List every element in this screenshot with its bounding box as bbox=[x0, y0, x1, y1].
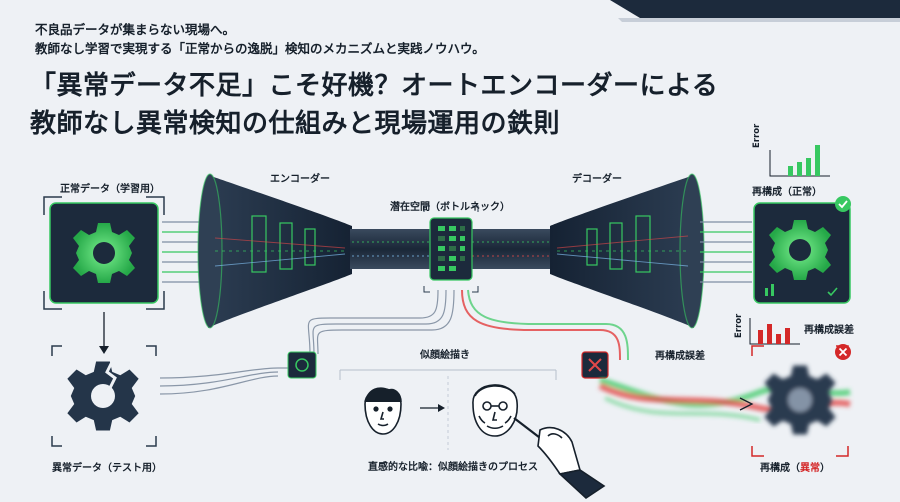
normal-data-label: 正常データ（学習用） bbox=[60, 184, 160, 195]
analogy-frame bbox=[339, 369, 557, 450]
encoder-pipe bbox=[350, 229, 430, 269]
decoder-funnel bbox=[550, 173, 705, 329]
header-band bbox=[610, 0, 900, 18]
close-icon bbox=[581, 351, 609, 379]
broken-gear-icon bbox=[67, 359, 139, 431]
anomaly-signal-path bbox=[461, 289, 629, 361]
gear-icon bbox=[73, 223, 135, 283]
decoder-pipe bbox=[472, 229, 552, 269]
latent-space-label: 潜在空間（ボトルネック） bbox=[390, 202, 510, 213]
error-chart-low bbox=[769, 145, 830, 177]
intro-line-1: 不良品データが集まらない現場へ。 bbox=[35, 22, 236, 37]
reconstruction-normal-label: 再構成（正常） bbox=[752, 187, 822, 198]
reconstruction-error-label-mid: 再構成誤差 bbox=[655, 351, 705, 362]
gear-icon bbox=[769, 220, 831, 280]
error-chart-high bbox=[749, 318, 800, 345]
intro-line-2: 教師なし学習で実現する「正常からの逸脱」検知のメカニズムと実践ノウハウ。 bbox=[35, 41, 485, 56]
encoder-funnel bbox=[197, 173, 352, 329]
right-arrow bbox=[420, 404, 445, 412]
error-axis-label-top: Error bbox=[752, 123, 762, 148]
old-man-face-icon bbox=[472, 384, 518, 437]
normal-input-panel bbox=[43, 196, 165, 310]
portrait-drawing-label: 似顔絵描き bbox=[420, 350, 470, 361]
encoder-label: エンコーダー bbox=[270, 174, 330, 185]
check-icon bbox=[835, 196, 851, 212]
anomalous-input-panel bbox=[51, 345, 157, 447]
headline-line-2: 教師なし異常検知の仕組みと現場運用の鉄則 bbox=[30, 109, 561, 139]
error-axis-label-bottom: Error bbox=[734, 313, 744, 338]
latent-node-anomaly bbox=[287, 351, 317, 379]
hand-pen-icon bbox=[513, 417, 606, 500]
headline-line-1: 「異常データ不足」こそ好機？オートエンコーダーによる bbox=[30, 71, 719, 101]
anomaly-input-conduits bbox=[159, 289, 455, 395]
normal-output-panel bbox=[753, 202, 851, 304]
close-icon bbox=[835, 344, 851, 360]
latent-space-chip bbox=[423, 205, 479, 293]
anomalous-data-label: 異常データ（テスト用） bbox=[52, 463, 162, 474]
reconstruction-anomaly-label: 再構成（異常） bbox=[760, 463, 830, 474]
decoder-label: デコーダー bbox=[572, 174, 622, 185]
down-arrow bbox=[99, 312, 109, 354]
reconstruction-error-label-top: 再構成誤差 bbox=[804, 325, 854, 336]
face-icon bbox=[364, 387, 402, 435]
blurred-gear-icon bbox=[764, 365, 836, 435]
analogy-caption: 直感的な比喩：似顔絵描きのプロセス bbox=[368, 462, 538, 473]
